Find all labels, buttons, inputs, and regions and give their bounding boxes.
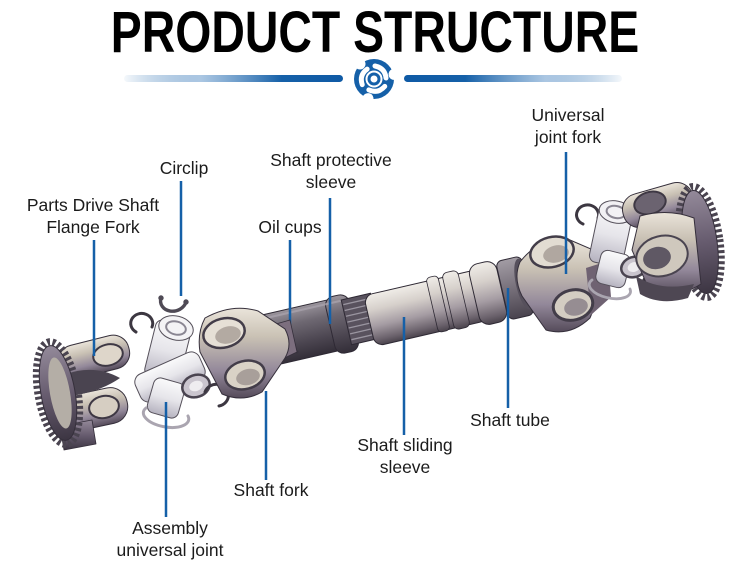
part-circlip: [158, 295, 189, 313]
page-title: PRODUCT STRUCTURE: [110, 0, 640, 65]
header-divider: [124, 75, 622, 82]
label-shaft-tube: Shaft tube: [470, 410, 550, 430]
part-flange-fork-right: [621, 182, 725, 302]
label-circlip: Circlip: [159, 158, 209, 178]
label-assembly-universal-joint: Assembly universal joint: [116, 518, 224, 560]
label-flange-fork: Parts Drive Shaft Flange Fork: [26, 195, 160, 237]
label-oil-cups: Oil cups: [258, 217, 322, 237]
label-shaft-fork: Shaft fork: [233, 480, 309, 500]
label-shaft-protective-sleeve: Shaft protective sleeve: [270, 150, 392, 192]
part-assembly-universal-joint: [129, 311, 230, 429]
part-flange-fork: [32, 334, 131, 451]
turbo-impeller-logo-icon: [354, 58, 400, 105]
part-shaft-sliding-sleeve: [364, 270, 488, 346]
label-universal-joint-fork: Universal joint fork: [531, 105, 605, 147]
part-shaft-fork: [198, 307, 298, 399]
leader-lines: [92, 152, 568, 517]
label-shaft-sliding-sleeve: Shaft sliding sleeve: [357, 435, 453, 477]
